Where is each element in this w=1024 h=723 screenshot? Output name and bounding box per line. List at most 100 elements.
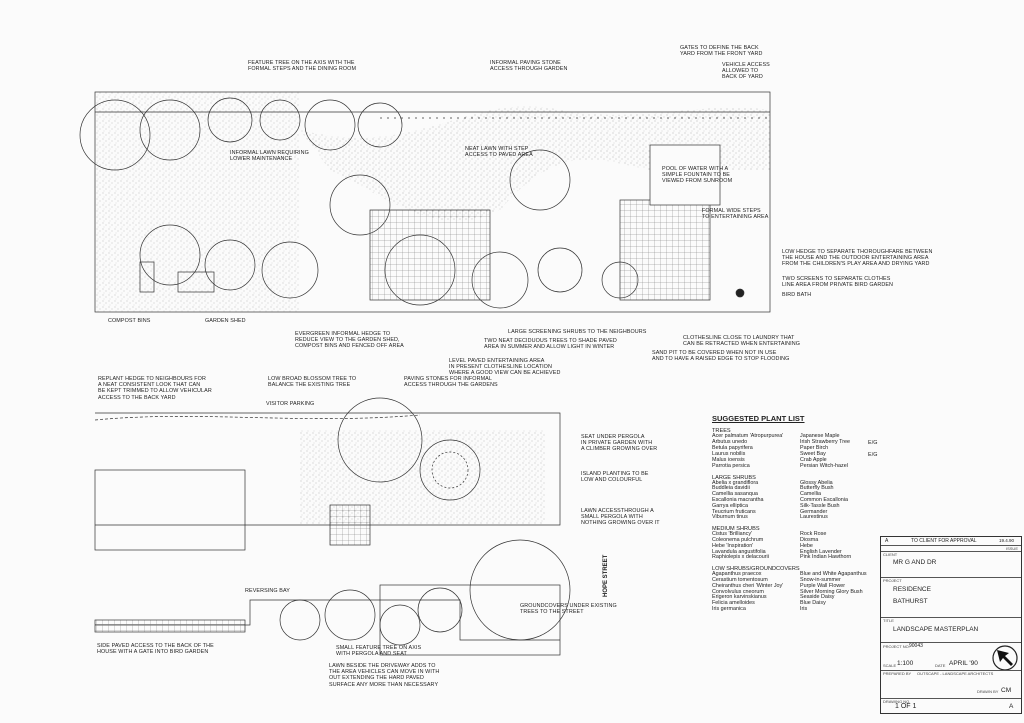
plant-row: Escallonia macrantha Common Escallonia — [712, 496, 880, 504]
project-label: PROJECT — [883, 578, 902, 583]
issue-label: ISSUE — [1005, 546, 1018, 551]
level-paved-entertaining-area — [369, 209, 491, 301]
project-no: 90043 — [909, 643, 923, 649]
plant-latin-name: Cheiranthus cheri 'Winter Joy' — [712, 582, 784, 589]
note-small-feature-tree: Small feature tree on axis with pergola … — [336, 645, 422, 658]
house-outline — [94, 469, 246, 551]
scale-label: SCALE — [883, 663, 897, 668]
plant-note — [868, 515, 880, 521]
plant-latin-name: Buddleia davidii — [712, 485, 750, 492]
plant-row: Erigeron karvinskianus Seaside Daisy — [712, 595, 880, 601]
plant-common-name: Diosma — [800, 536, 819, 543]
note-bird-bath: Bird bath — [782, 292, 812, 298]
note-level-paved: Level paved entertaining area in present… — [449, 358, 561, 377]
plant-latin-name: Parrotia persica — [712, 462, 750, 469]
plant-latin-name: Lavandula angustifolia — [712, 548, 766, 555]
plant-common-name: Snow-in-summer — [800, 576, 841, 583]
informal-lawn-area — [95, 92, 300, 312]
existing-street-tree — [469, 539, 571, 641]
plant-common-name: Camellia — [800, 491, 821, 498]
plant-common-name: Hebe — [800, 542, 813, 549]
plant-row: Felicia amelloides Blue Daisy — [712, 600, 880, 607]
note-informal-paving: Informal paving stone access through gar… — [490, 60, 568, 73]
north-arrow-icon — [992, 645, 1018, 671]
backyard-plan — [79, 91, 771, 313]
note-clothesline: Clothesline close to laundry that can be… — [683, 335, 801, 348]
formal-paved-terrace — [619, 199, 711, 301]
plant-note — [868, 607, 880, 613]
side-paved-access — [94, 619, 246, 633]
plant-list-title: SUGGESTED PLANT LIST — [712, 414, 805, 423]
note-island-planting: Island planting to be low and colourful — [581, 471, 649, 484]
plant-latin-name: Hebe 'Inspiration' — [712, 542, 754, 549]
island-planting — [419, 439, 481, 501]
plant-common-name: Seaside Daisy — [800, 594, 835, 601]
note-sand-pit: Sand pit to be covered when not in use a… — [652, 350, 790, 363]
note-low-broad-blossom: Low broad blossom tree to balance the ex… — [268, 376, 357, 389]
date-label: DATE — [935, 663, 946, 668]
plant-section-heading: LARGE SHRUBS — [712, 474, 756, 481]
note-two-deciduous: Two neat deciduous trees to shade paved … — [484, 338, 617, 351]
note-side-paved: Side paved access to the back of the hou… — [97, 643, 214, 656]
plant-note — [868, 555, 880, 561]
paving-stones — [329, 504, 371, 546]
plant-common-name: English Lavender — [800, 548, 842, 555]
blossom-tree — [337, 397, 423, 483]
plant-common-name: Butterfly Bush — [800, 485, 834, 492]
prepared-by: OUTSCAPE - LANDSCAPE ARCHITECTS — [917, 671, 994, 676]
note-lawn-driveway: Lawn beside the driveway adds to the are… — [329, 663, 440, 688]
plant-latin-name: Garrya elliptica — [712, 502, 748, 509]
plant-row: Cistus 'Brilliancy'Rock Rose — [712, 531, 880, 538]
plant-common-name: Blue Daisy — [800, 600, 826, 607]
plant-latin-name: Viburnum tinus — [712, 514, 748, 521]
compost-bins — [139, 261, 155, 293]
note-paving-stones: Paving stones for informal access throug… — [404, 376, 498, 389]
drawing-no-label: DRAWING NO. — [883, 699, 911, 704]
pool-of-water — [649, 144, 721, 206]
plant-row: Buddleia davidii Butterfly Bush — [712, 486, 880, 492]
note-feature-tree: Feature tree on the axis with the formal… — [248, 60, 357, 73]
plant-latin-name: Camellia sasanqua — [712, 491, 758, 498]
plant-common-name: Sweet Bay — [800, 450, 826, 457]
drawn-by-label: DRAWN BY — [977, 689, 999, 694]
plant-latin-name: Escallonia macrantha — [712, 496, 764, 503]
note-compost-bins: Compost bins — [108, 318, 151, 324]
date-value: APRIL '90 — [949, 660, 978, 667]
plant-section-heading: TREES — [712, 428, 731, 434]
plant-latin-name: Acer palmatum 'Atropurpurea' — [712, 433, 784, 439]
plant-latin-name: Erigeron karvinskianus — [712, 594, 767, 601]
front-yard-plan — [94, 397, 571, 656]
plant-common-name: Common Escallonia — [800, 496, 848, 503]
plant-common-name: Glossy Abelia — [800, 479, 833, 486]
plant-row: Cheiranthus cheri 'Winter Joy'Purple Wal… — [712, 582, 880, 590]
note-groundcovers: Groundcovers under existing trees to the… — [520, 603, 617, 616]
garden-shed — [177, 271, 215, 293]
note-seat-pergola: Seat under pergola in private garden wit… — [581, 434, 658, 453]
plant-latin-name: Laurus nobilis — [712, 450, 746, 457]
driveway-planting-bed — [379, 584, 561, 656]
client-name: MR G AND DR — [893, 559, 937, 566]
issue-date: 19.4.90 — [999, 538, 1015, 543]
note-reversing-bay: Reversing bay — [245, 588, 290, 594]
issue-description: TO CLIENT FOR APPROVAL — [911, 538, 977, 544]
plant-note: E/G — [868, 439, 878, 446]
plant-latin-name: Betula papyrifera — [712, 445, 753, 451]
plant-latin-name: Felicia amelloides — [712, 600, 755, 607]
plant-row: Hebe 'Inspiration' Hebe — [712, 542, 880, 550]
drawing-title: LANDSCAPE MASTERPLAN — [893, 626, 979, 633]
project-no-label: PROJECT NO. — [883, 644, 910, 649]
plant-common-name: Irish Strawberry Tree — [800, 438, 851, 445]
plant-common-name: Crab Apple — [800, 457, 827, 463]
note-two-screens: Two screens to separate clothes line are… — [782, 276, 894, 289]
